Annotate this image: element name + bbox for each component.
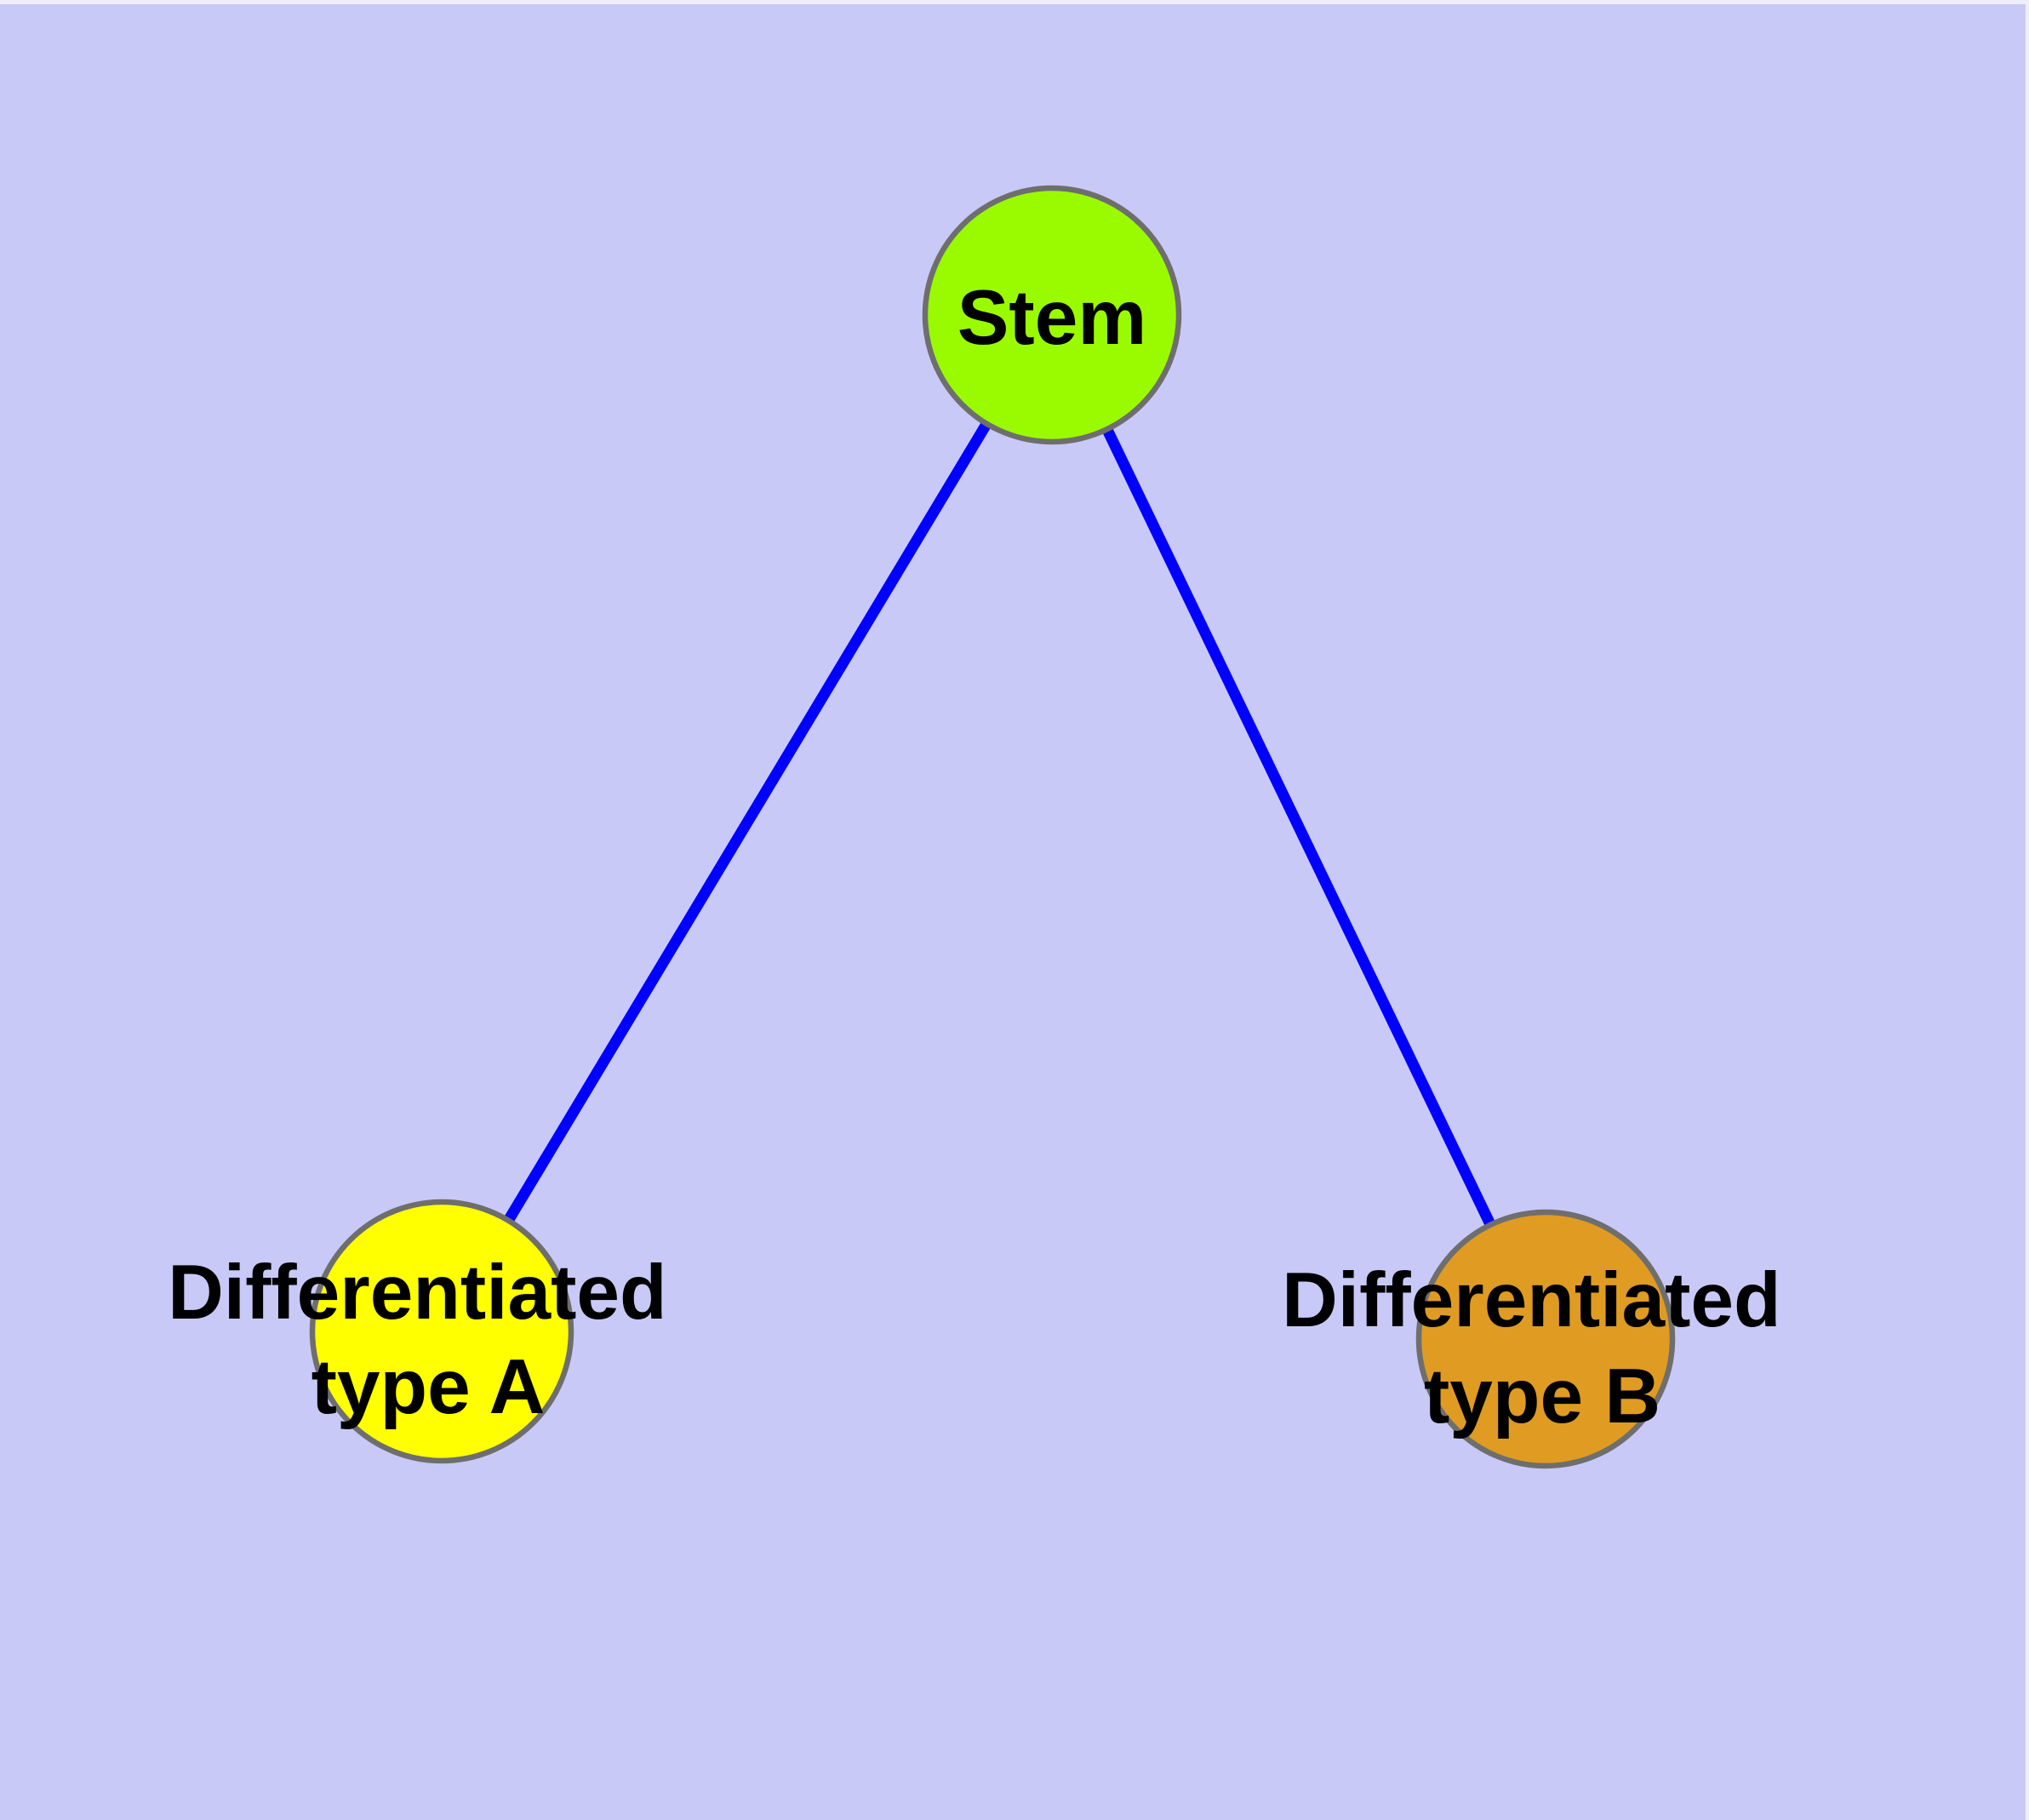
node-differentiated-type-b[interactable]	[1415, 1209, 1676, 1469]
node-stem[interactable]	[922, 185, 1182, 445]
node-type-a-label-line2: type A	[311, 1344, 546, 1430]
node-type-a-label: Differentiated type A	[168, 1250, 689, 1430]
node-type-a-label-line1: Differentiated	[168, 1250, 667, 1336]
node-type-b-label-line2: type B	[1424, 1354, 1660, 1439]
node-type-b-label-line1: Differentiated	[1282, 1257, 1781, 1343]
panel-top-highlight	[0, 0, 2029, 4]
panel-right-highlight	[2026, 0, 2029, 1820]
node-stem-label: Stem	[957, 275, 1147, 361]
edge-stem-to-type-b	[1047, 312, 1551, 1342]
edge-stem-to-type-a	[437, 312, 1057, 1335]
node-differentiated-type-a[interactable]	[309, 1199, 574, 1464]
node-type-b-label: Differentiated type B	[1282, 1257, 1803, 1439]
